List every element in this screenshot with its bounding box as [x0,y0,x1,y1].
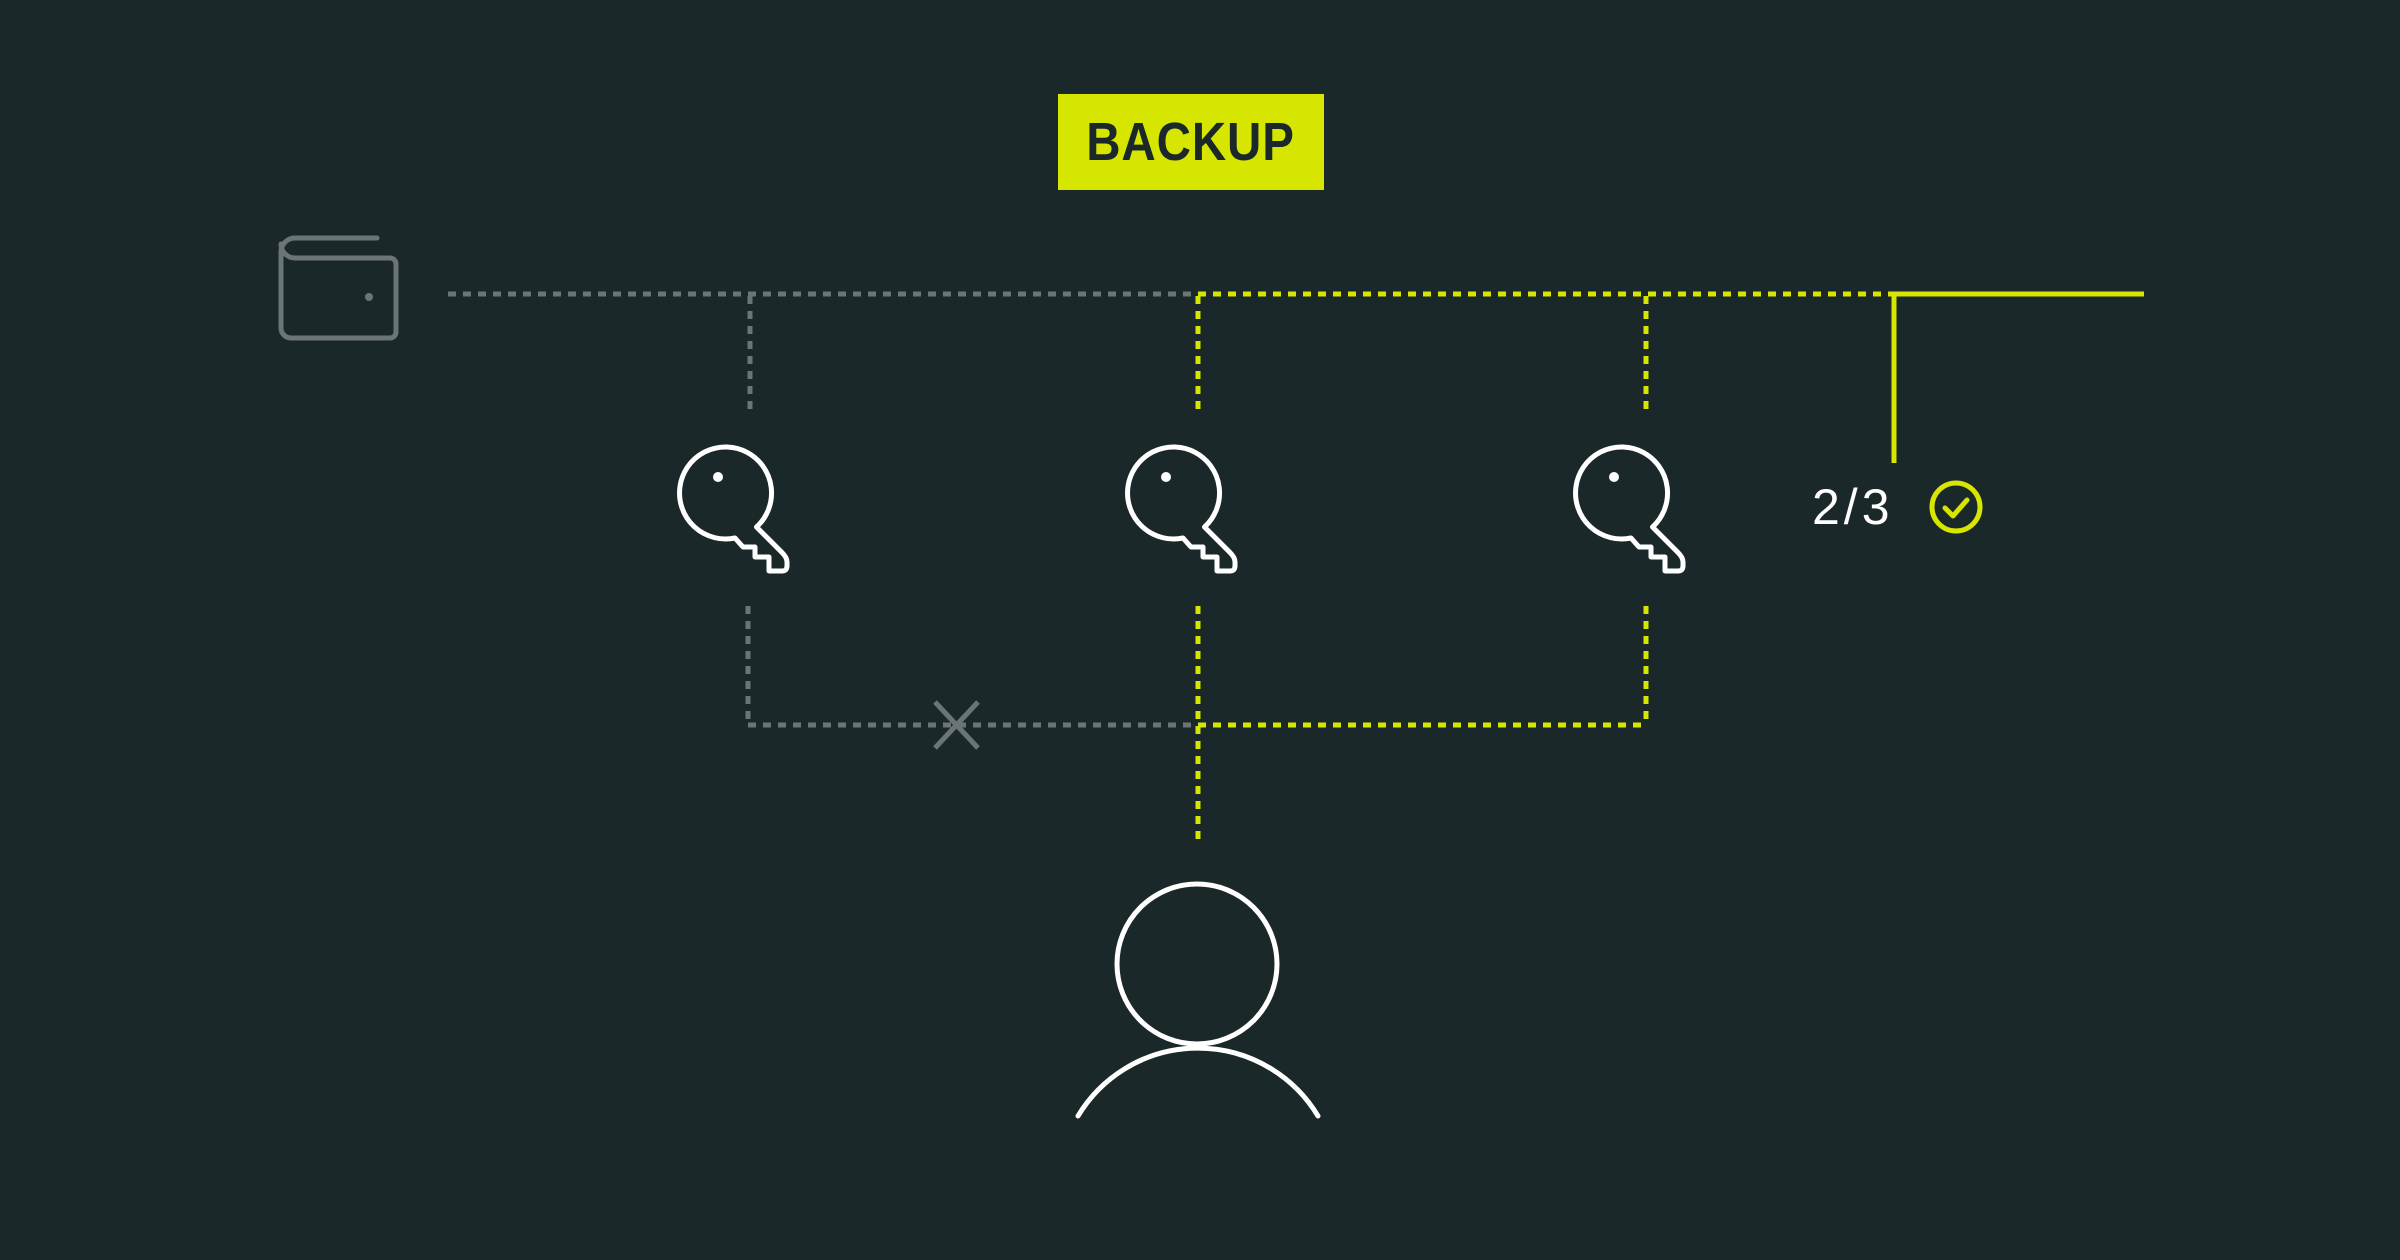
threshold-count: 2/3 [1812,479,1894,535]
user-icon [1075,881,1321,1119]
key-icon [1573,444,1686,574]
x-icon [933,700,980,750]
wallet-icon [278,235,399,341]
backup-title-badge: BACKUP [1058,94,1324,190]
threshold-line [1891,291,2144,463]
key-icon [677,444,790,574]
key-icon [1125,444,1238,574]
check-circle-icon [1929,480,1983,534]
backup-title: BACKUP [1086,112,1296,172]
